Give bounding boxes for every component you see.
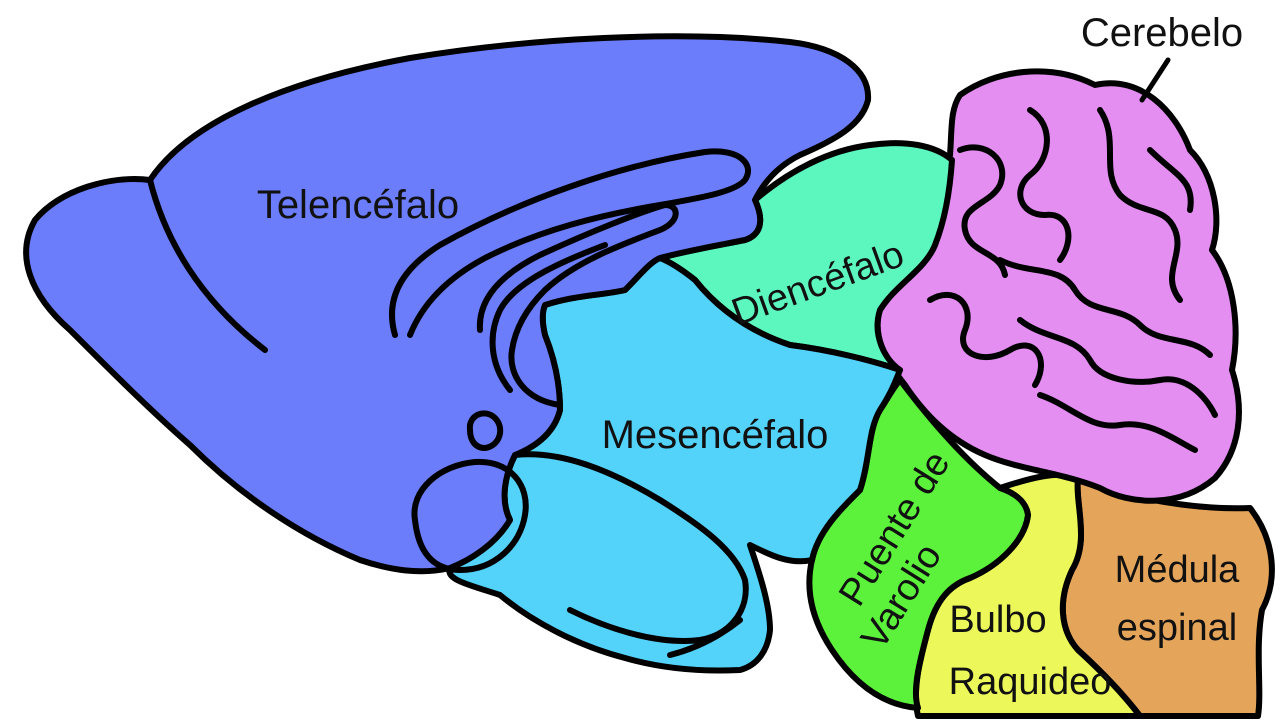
label-bulbo-line2: Raquideo xyxy=(949,661,1112,703)
label-bulbo-line1: Bulbo xyxy=(949,599,1046,641)
label-cerebelo: Cerebelo xyxy=(1081,11,1243,55)
label-mesencefalo: Mesencéfalo xyxy=(602,413,829,457)
cerebelo-leader-line xyxy=(1142,60,1168,100)
label-medula-line2: espinal xyxy=(1117,607,1237,649)
label-telencefalo: Telencéfalo xyxy=(257,183,459,227)
label-medula-line1: Médula xyxy=(1115,549,1240,591)
